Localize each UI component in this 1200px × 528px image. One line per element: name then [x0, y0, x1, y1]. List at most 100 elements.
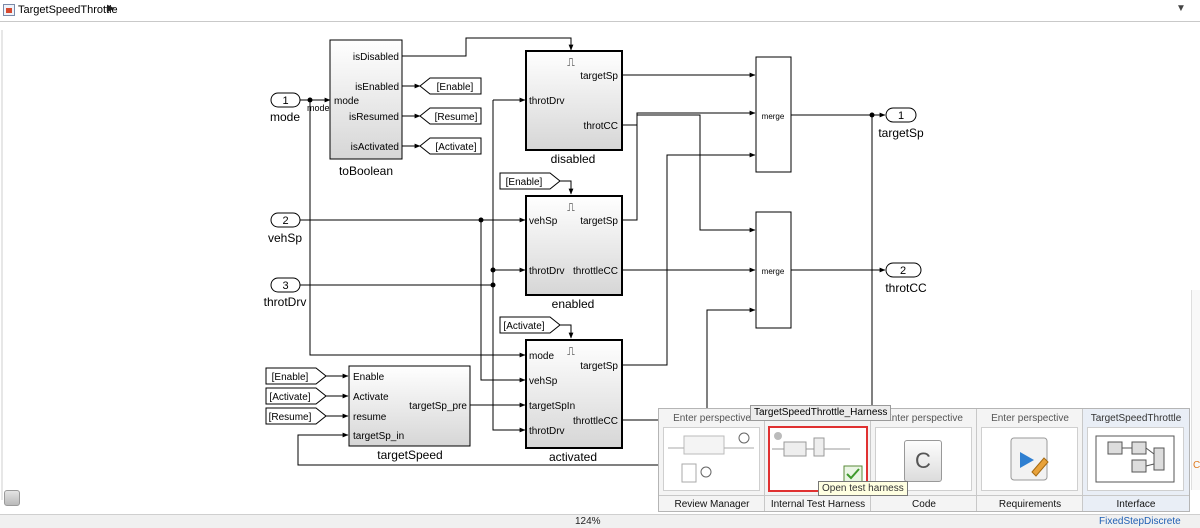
- inport-vehsp[interactable]: 2 vehSp: [268, 212, 302, 245]
- perspective-label: Internal Test Harness: [770, 499, 866, 510]
- status-bar: 124% FixedStepDiscrete: [0, 514, 1200, 528]
- from-label: [Enable]: [272, 372, 309, 383]
- hide-panel-button[interactable]: [4, 490, 20, 506]
- outport-throtcc[interactable]: 2 throtCC: [885, 262, 927, 295]
- trigger-icon: ⎍: [567, 57, 575, 69]
- breadcrumb-bar: TargetSpeedThrottle ▶ ▼: [0, 0, 1200, 22]
- trigger-icon: ⎍: [567, 202, 575, 214]
- block-name: targetSpeed: [377, 448, 442, 462]
- port-label: targetSp: [580, 361, 618, 372]
- block-label: merge: [762, 112, 785, 121]
- outport-label: throtCC: [885, 281, 927, 295]
- perspective-header: Enter perspective: [991, 413, 1069, 424]
- from-enable[interactable]: [Enable]: [499, 172, 561, 190]
- perspective-label: Requirements: [998, 499, 1062, 510]
- inport-label: mode: [270, 110, 300, 124]
- perspective-review-manager[interactable]: Enter perspective Review Manager: [659, 409, 765, 511]
- requirements-thumbnail[interactable]: [981, 427, 1078, 491]
- inport-mode[interactable]: 1 mode: [270, 92, 301, 124]
- merge-block-2[interactable]: merge: [755, 211, 792, 329]
- from-enable-2[interactable]: [Enable]: [265, 367, 327, 385]
- port-label: Enable: [353, 372, 385, 383]
- inport-number: 3: [282, 280, 288, 292]
- goto-resume[interactable]: [Resume]: [419, 107, 482, 125]
- block-label: merge: [762, 267, 785, 276]
- perspective-requirements[interactable]: Enter perspective Requirements: [977, 409, 1083, 511]
- goto-label: [Enable]: [437, 82, 474, 93]
- port-label: targetSp: [580, 71, 618, 82]
- port-label: throtDrv: [529, 266, 565, 277]
- perspective-header: Enter perspective: [885, 413, 963, 424]
- inport-number: 2: [282, 215, 288, 227]
- outport-targetsp[interactable]: 1 targetSp: [878, 107, 924, 140]
- port-label: throtDrv: [529, 426, 565, 437]
- goto-activate[interactable]: [Activate]: [419, 137, 482, 155]
- right-scroll-strip[interactable]: [1191, 290, 1200, 490]
- breadcrumb-arrow-icon[interactable]: ▶: [107, 3, 115, 14]
- from-activate-2[interactable]: [Activate]: [265, 387, 327, 405]
- solver-link[interactable]: FixedStepDiscrete: [1099, 516, 1181, 527]
- model-canvas[interactable]: 1 mode 2 vehSp 3 throtDrv 1 targetSp 2 t…: [0, 22, 1200, 514]
- perspective-header: TargetSpeedThrottle: [1090, 413, 1182, 424]
- review-manager-thumbnail[interactable]: [663, 427, 760, 491]
- enabled-subsystem[interactable]: ⎍ vehSp throtDrv targetSp throttleCC ena…: [525, 195, 623, 311]
- port-label: targetSpIn: [529, 401, 575, 412]
- chevron-down-icon[interactable]: ▼: [1176, 3, 1186, 14]
- code-file-icon: C: [904, 440, 942, 482]
- code-thumbnail[interactable]: C: [875, 427, 972, 491]
- outport-number: 2: [900, 265, 906, 277]
- from-resume[interactable]: [Resume]: [265, 407, 327, 425]
- inport-number: 1: [282, 95, 288, 107]
- harness-title-tooltip: TargetSpeedThrottle_Harness: [750, 405, 892, 421]
- merge-block-1[interactable]: merge: [755, 56, 792, 173]
- disabled-subsystem[interactable]: ⎍ throtDrv targetSp throtCC disabled: [525, 50, 623, 166]
- port-label: vehSp: [529, 216, 558, 227]
- port-label: throttleCC: [573, 416, 618, 427]
- block-name: toBoolean: [339, 164, 393, 178]
- targetspeed-block[interactable]: Enable Activate resume targetSp_in targe…: [348, 365, 471, 462]
- block-name: disabled: [551, 152, 596, 166]
- open-harness-tooltip: Open test harness: [818, 481, 908, 496]
- perspective-label: Interface: [1116, 499, 1156, 510]
- block-name: activated: [549, 450, 597, 464]
- port-label: targetSp: [580, 216, 618, 227]
- breadcrumb-model[interactable]: TargetSpeedThrottle: [18, 4, 118, 16]
- port-label: isResumed: [349, 112, 399, 123]
- port-label: Activate: [353, 392, 389, 403]
- perspective-code[interactable]: Enter perspective C Code: [871, 409, 977, 511]
- outport-number: 1: [898, 110, 904, 122]
- goto-label: [Resume]: [435, 112, 478, 123]
- port-label: isEnabled: [355, 82, 399, 93]
- perspective-label: Review Manager: [674, 499, 750, 510]
- perspective-label: Code: [912, 499, 936, 510]
- port-label: throtDrv: [529, 96, 565, 107]
- port-label: mode: [334, 96, 359, 107]
- from-label: [Activate]: [269, 392, 310, 403]
- port-label: throttleCC: [573, 266, 618, 277]
- from-activate[interactable]: [Activate]: [499, 316, 561, 334]
- zoom-level[interactable]: 124%: [575, 516, 601, 527]
- outport-label: targetSp: [878, 126, 924, 140]
- goto-label: [Activate]: [435, 142, 476, 153]
- perspectives-panel: Enter perspective Review Manager: [658, 408, 1190, 512]
- goto-enable[interactable]: [Enable]: [419, 77, 482, 95]
- model-icon: [3, 4, 15, 16]
- from-label: [Resume]: [269, 412, 312, 423]
- activated-subsystem[interactable]: ⎍ mode vehSp targetSpIn throtDrv targetS…: [525, 339, 623, 464]
- inport-label: vehSp: [268, 231, 302, 245]
- inport-throtdrv[interactable]: 3 throtDrv: [264, 277, 307, 309]
- port-label: throtCC: [584, 121, 618, 132]
- perspective-header: Enter perspective: [673, 413, 751, 424]
- port-label: isDisabled: [353, 52, 399, 63]
- from-label: [Enable]: [506, 177, 543, 188]
- interface-thumbnail[interactable]: [1087, 427, 1184, 491]
- perspective-interface[interactable]: TargetSpeedThrottle Interface: [1083, 409, 1189, 511]
- inport-label: throtDrv: [264, 295, 307, 309]
- trigger-icon: ⎍: [567, 346, 575, 358]
- side-indicator-icon: C: [1193, 460, 1200, 471]
- toboolean-block[interactable]: mode mode isDisabled isEnabled isResumed…: [307, 39, 403, 178]
- signal-label: mode: [307, 103, 330, 113]
- port-label: targetSp_pre: [409, 401, 467, 412]
- block-name: enabled: [552, 297, 595, 311]
- port-label: mode: [529, 351, 554, 362]
